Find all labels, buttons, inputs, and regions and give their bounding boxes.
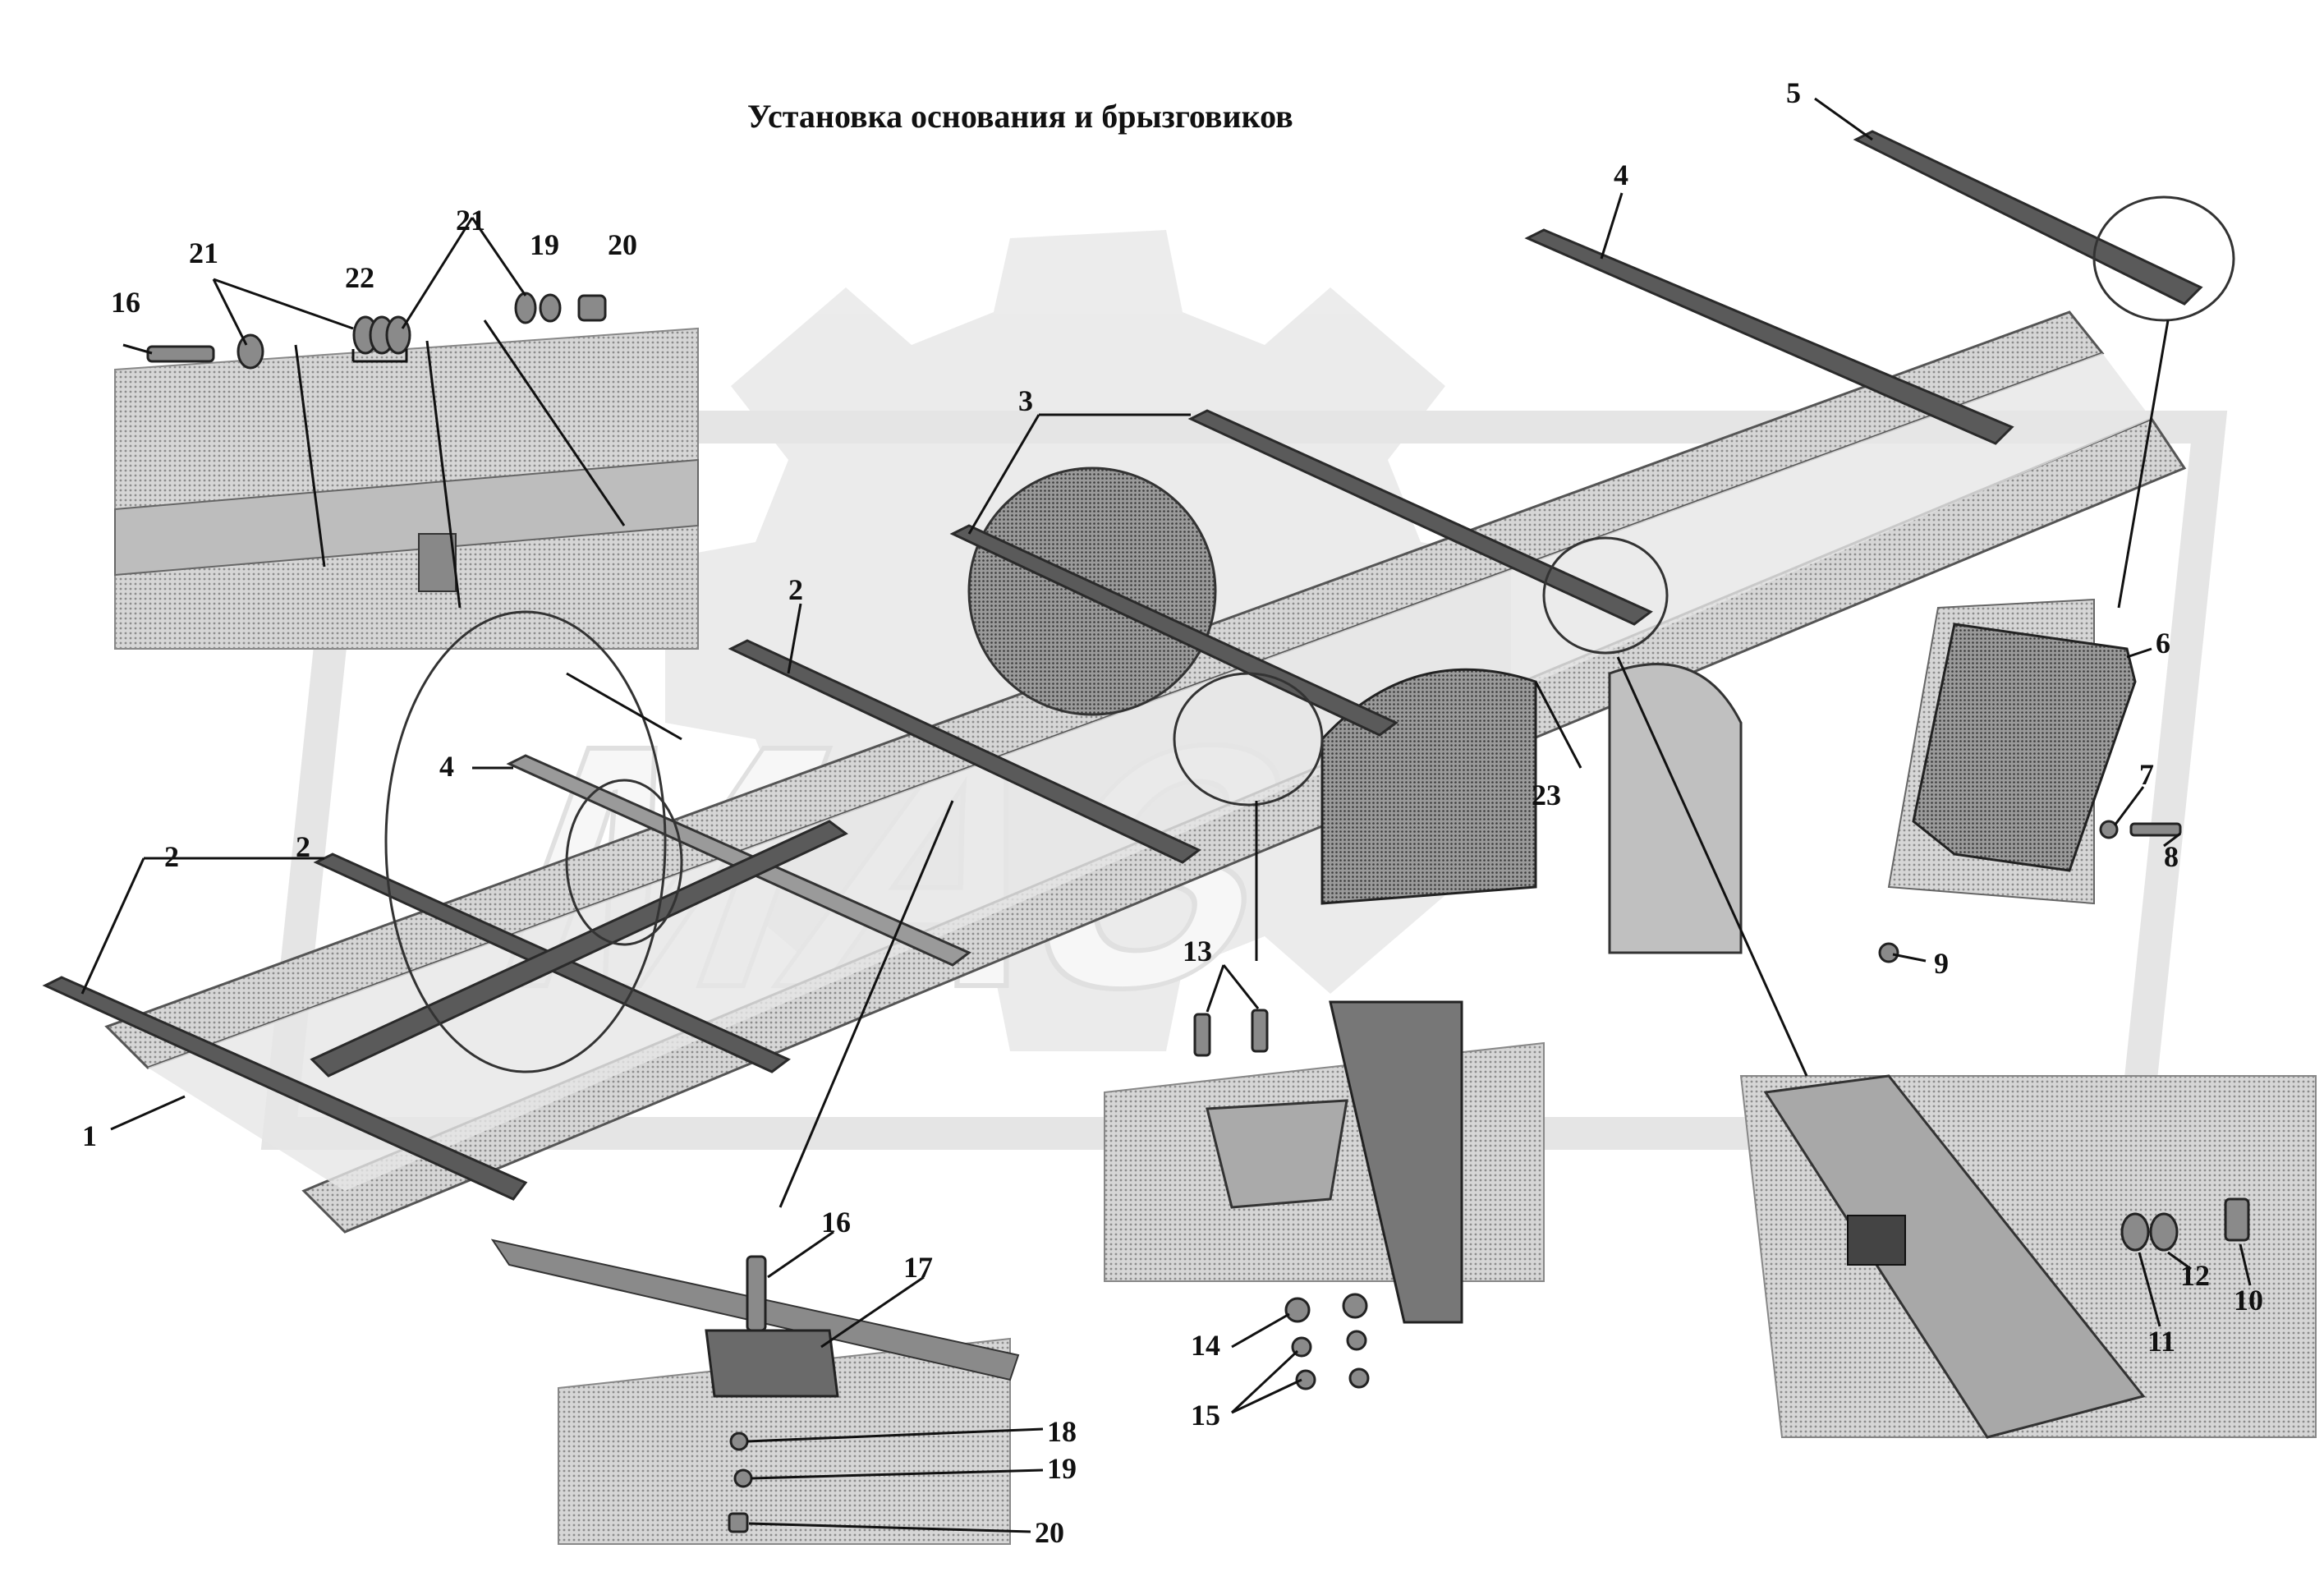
callout-16-top: 16 [111,286,140,319]
crossbar-2-rear [728,639,1201,864]
callout-18: 18 [1047,1415,1077,1448]
frame-floor [148,353,2152,1191]
callout-21-right: 21 [456,204,485,237]
inset-frame-rail-detail [114,292,699,650]
detail-circle-rear [1542,536,1669,655]
mudguard-right [1608,663,1743,954]
nut-14-a [1284,1297,1311,1323]
callout-5: 5 [1786,76,1801,109]
bolt-16-top [146,345,215,363]
nut-9 [1878,942,1899,963]
plate-17 [705,1329,839,1398]
nut-7 [2099,820,2119,839]
callout-9: 9 [1934,947,1949,980]
detail-circle-mid [1173,672,1324,807]
washer-15-b [1295,1369,1316,1390]
callout-22: 22 [345,261,374,294]
callout-8: 8 [2164,840,2179,873]
bolt-13-a [1193,1013,1211,1057]
bolt-13-b [1251,1009,1269,1053]
callout-13: 13 [1183,935,1212,967]
callout-21-left: 21 [189,237,218,269]
detail-circle-corner [2092,195,2235,322]
inset-rail-detail-right [1739,1074,2317,1439]
diagram-title: Установка основания и брызговиков [747,98,1293,135]
callout-12: 12 [2180,1259,2210,1292]
callout-4-top: 4 [1614,159,1628,191]
callout-1: 1 [82,1119,97,1152]
washer-11 [2120,1212,2150,1252]
inset-bracket-6 [1878,598,2182,963]
inset-mount-bottom [490,1239,1020,1545]
crossbar-4-diag [506,754,971,967]
washer-15-d [1348,1367,1370,1389]
callout-23: 23 [1532,779,1561,811]
callout-20-top: 20 [608,228,637,261]
nut-20-bottom [728,1512,749,1533]
callout-19-bottom: 19 [1047,1452,1077,1485]
bolt-10 [2224,1197,2250,1242]
callout-2-front: 2 [164,840,179,873]
callout-7: 7 [2139,758,2154,791]
inset-bracket-bottom [1104,1000,1545,1390]
detail-circle-inner [565,779,683,946]
washer-15-c [1346,1330,1367,1351]
frame-front-beam [310,820,848,1078]
callout-19-top: 19 [530,228,559,261]
washer-12 [2149,1212,2179,1252]
washer-19-top [539,293,562,323]
bolt-16-bottom [746,1255,767,1332]
detail-circle-large [384,610,667,1073]
callout-20-bottom: 20 [1035,1516,1064,1549]
callout-6: 6 [2156,627,2170,660]
callout-labels: 1 2 2 2 3 4 4 5 6 7 8 9 10 11 12 13 14 1… [82,76,2263,1549]
nut-14-b [1342,1293,1368,1319]
washer-21-left [237,333,264,370]
callout-17: 17 [903,1251,933,1284]
callout-4-left: 4 [439,750,454,783]
crossbar-5 [1853,130,2203,306]
callout-10: 10 [2234,1284,2263,1317]
crossbar-4-top [1524,228,2014,445]
callout-15: 15 [1191,1399,1220,1432]
washer-19-bottom [733,1468,753,1488]
crossbar-2-front [42,976,528,1201]
callout-3: 3 [1018,384,1033,417]
leader-lines [80,97,2252,1533]
callout-2-rear: 2 [788,573,803,606]
callout-14: 14 [1191,1329,1220,1362]
bracket-6 [1912,623,2137,872]
crossbar-3-b [1187,409,1653,626]
callout-11: 11 [2147,1325,2175,1358]
bolt-8 [2129,822,2182,837]
washer-21-right [514,292,537,324]
nut-20-top [577,294,607,322]
callout-2-extra: 2 [296,830,310,863]
callout-16-bottom: 16 [821,1206,851,1239]
washer-18 [729,1432,749,1451]
main-frame [42,130,2235,1234]
